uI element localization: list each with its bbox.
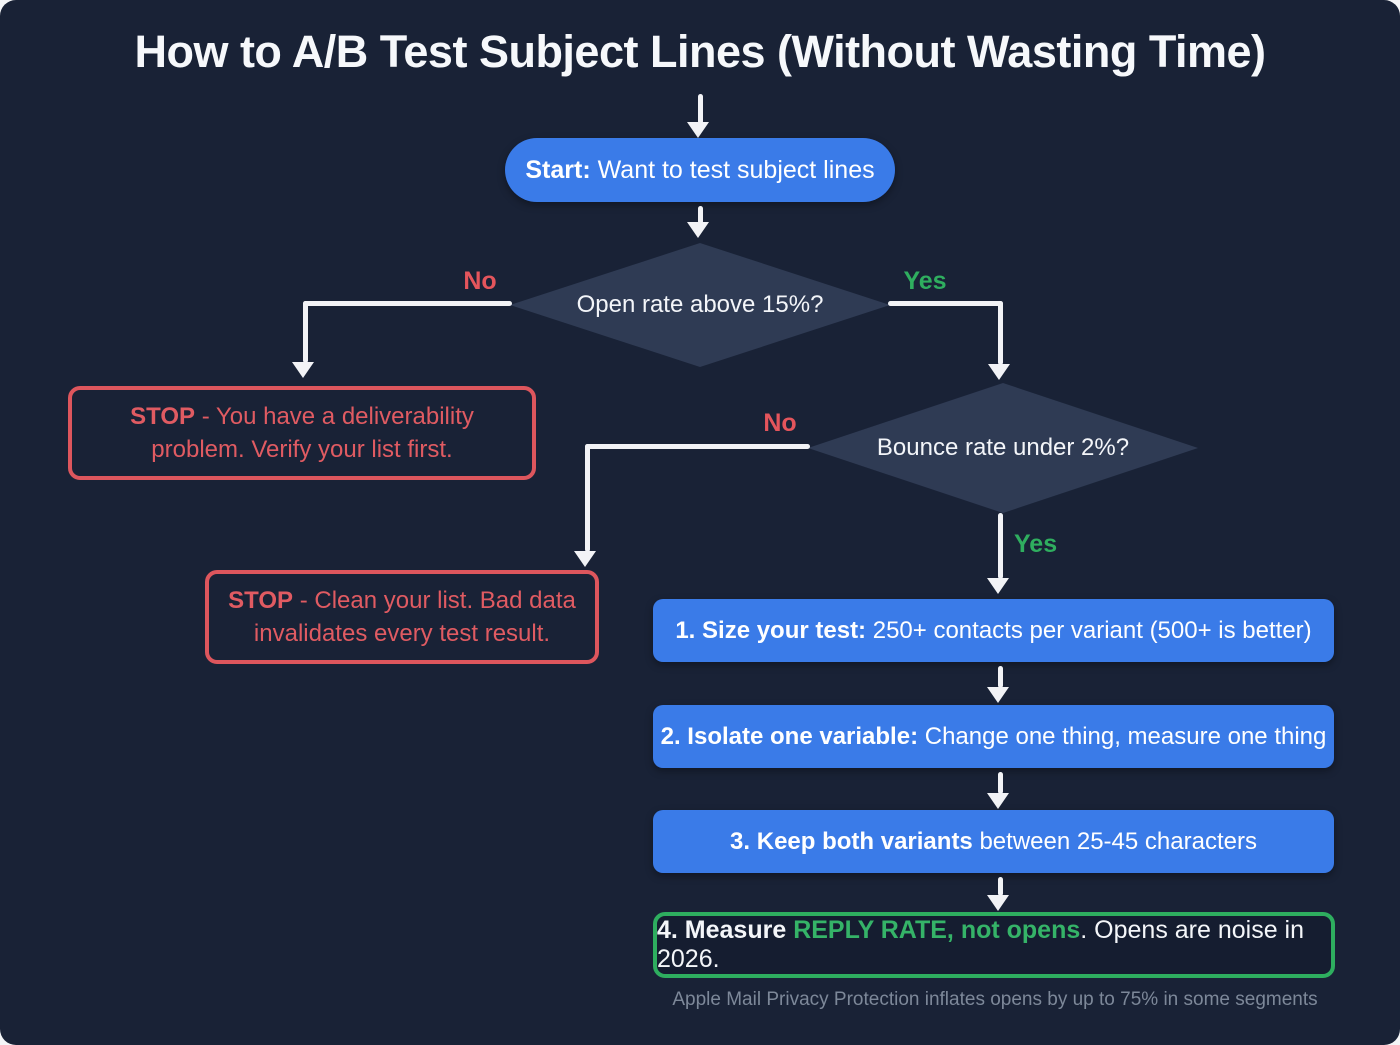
decision-question: Bounce rate under 2%? bbox=[876, 434, 1130, 461]
step3-label: 3. Keep both variants between 25-45 char… bbox=[730, 828, 1257, 856]
step1-label: 1. Size your test: 250+ contacts per var… bbox=[675, 617, 1311, 645]
arrowhead-down-icon bbox=[987, 793, 1009, 809]
step2-rest: Change one thing, measure one thing bbox=[918, 722, 1327, 750]
edge-line bbox=[998, 877, 1003, 896]
edge-line bbox=[585, 444, 810, 449]
stop2-text: - Clean your list. Bad data invalidates … bbox=[253, 587, 576, 647]
start-label: Start: Want to test subject lines bbox=[525, 156, 874, 185]
stop-node-deliverability: STOP - You have a deliverability problem… bbox=[68, 386, 536, 480]
edge-line bbox=[303, 301, 512, 306]
step-node-isolate-variable: 2. Isolate one variable: Change one thin… bbox=[653, 705, 1334, 768]
branch-label-yes-1: Yes bbox=[903, 267, 947, 295]
page-title: How to A/B Test Subject Lines (Without W… bbox=[134, 26, 1266, 77]
stop2-prefix: STOP bbox=[228, 587, 294, 614]
stop-node-clean-list: STOP - Clean your list. Bad data invalid… bbox=[205, 570, 599, 664]
start-node: Start: Want to test subject lines bbox=[505, 138, 895, 202]
decision-open-rate: Open rate above 15%? bbox=[510, 243, 890, 367]
final-highlight: REPLY RATE, not opens bbox=[793, 916, 1081, 944]
step1-bold: 1. Size your test: bbox=[675, 616, 867, 644]
branch-label-yes-2: Yes bbox=[1014, 530, 1058, 558]
final-bold: 4. Measure bbox=[657, 916, 794, 944]
edge-line bbox=[698, 206, 703, 224]
arrowhead-down-icon bbox=[574, 551, 596, 567]
step1-rest: 250+ contacts per variant (500+ is bette… bbox=[866, 616, 1312, 644]
branch-label-no-1: No bbox=[463, 267, 497, 295]
footnote-text: Apple Mail Privacy Protection inflates o… bbox=[672, 989, 1318, 1010]
edge-line bbox=[998, 301, 1003, 365]
stop1-text: - You have a deliverability problem. Ver… bbox=[151, 403, 474, 463]
stop1-label: STOP - You have a deliverability problem… bbox=[92, 400, 512, 466]
edge-line bbox=[888, 301, 1003, 306]
arrowhead-down-icon bbox=[987, 687, 1009, 703]
step-node-variant-length: 3. Keep both variants between 25-45 char… bbox=[653, 810, 1334, 873]
edge-line bbox=[998, 666, 1003, 688]
start-text: Want to test subject lines bbox=[590, 155, 875, 184]
edge-line bbox=[698, 94, 703, 124]
edge-line bbox=[998, 772, 1003, 794]
final-rest: . Opens are noise in 2026. bbox=[657, 916, 1305, 973]
step3-bold: 3. Keep both variants bbox=[730, 827, 973, 855]
final-label: 4. Measure REPLY RATE, not opens. Opens … bbox=[657, 916, 1331, 974]
arrowhead-down-icon bbox=[988, 364, 1010, 380]
edge-line bbox=[585, 444, 590, 552]
step-node-size-test: 1. Size your test: 250+ contacts per var… bbox=[653, 599, 1334, 662]
branch-label-no-2: No bbox=[763, 409, 797, 437]
arrowhead-down-icon bbox=[987, 578, 1009, 594]
step3-rest: between 25-45 characters bbox=[972, 827, 1257, 855]
stop1-prefix: STOP bbox=[130, 403, 196, 430]
edge-line bbox=[998, 513, 1003, 579]
step2-label: 2. Isolate one variable: Change one thin… bbox=[661, 723, 1327, 751]
edge-line bbox=[303, 301, 308, 363]
arrowhead-down-icon bbox=[292, 362, 314, 378]
step2-bold: 2. Isolate one variable: bbox=[660, 722, 919, 750]
start-prefix: Start: bbox=[525, 155, 591, 184]
decision-bounce-rate: Bounce rate under 2%? bbox=[808, 383, 1198, 513]
stop2-label: STOP - Clean your list. Bad data invalid… bbox=[219, 584, 585, 650]
final-node-measure-reply-rate: 4. Measure REPLY RATE, not opens. Opens … bbox=[653, 912, 1335, 978]
decision-question: Open rate above 15%? bbox=[576, 291, 824, 318]
arrowhead-down-icon bbox=[687, 222, 709, 238]
arrowhead-down-icon bbox=[687, 122, 709, 138]
arrowhead-down-icon bbox=[987, 895, 1009, 911]
